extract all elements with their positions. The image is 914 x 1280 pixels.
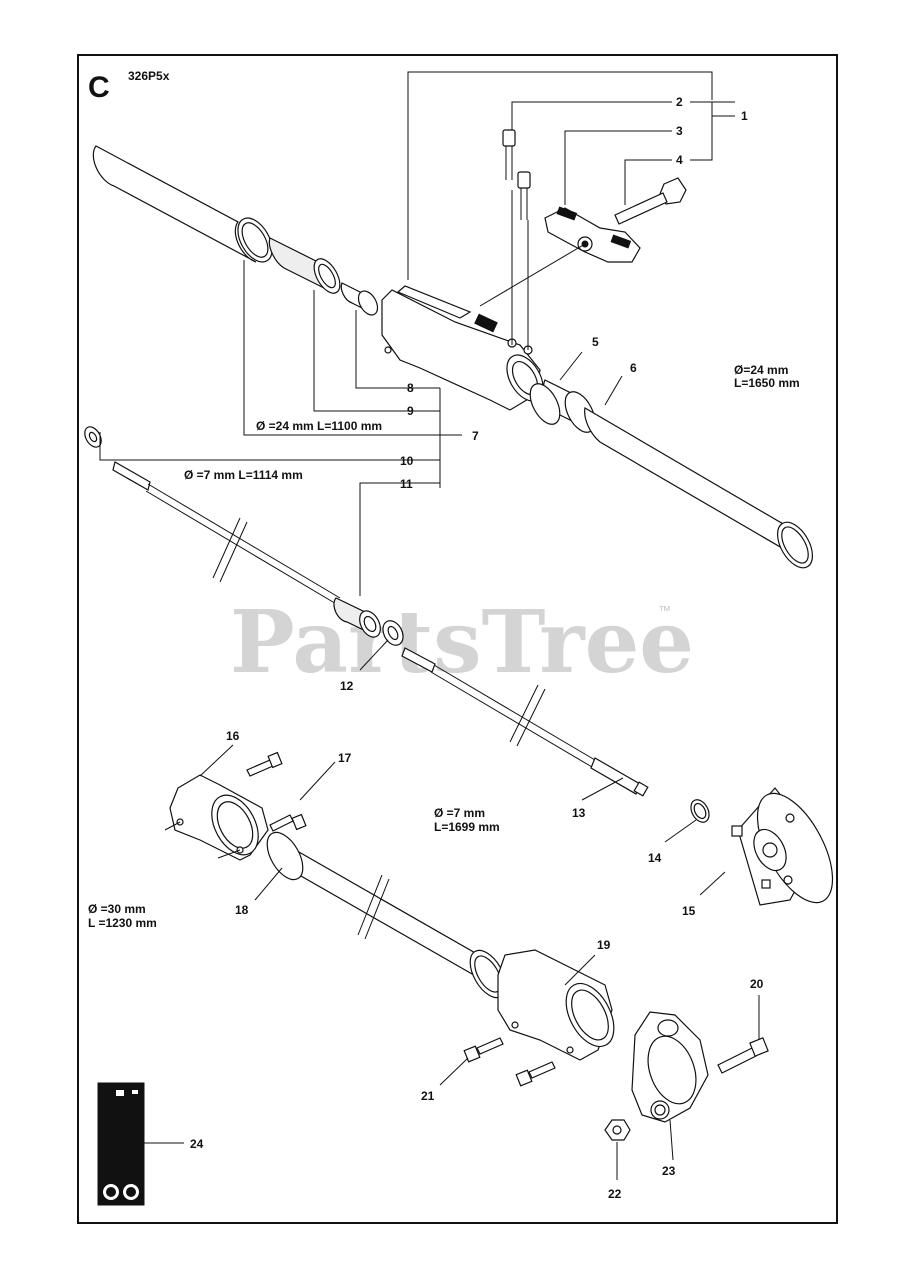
callout-7: 7	[472, 429, 479, 443]
dim-lower-tube-l: L =1230 mm	[88, 916, 157, 930]
callout-14: 14	[648, 851, 662, 865]
callout-10: 10	[400, 454, 414, 468]
callout-15: 15	[682, 904, 696, 918]
callout-17: 17	[338, 751, 352, 765]
leader-lines	[99, 71, 760, 1180]
callout-6: 6	[630, 361, 637, 375]
callout-8: 8	[407, 381, 414, 395]
part-16-clamp	[164, 774, 269, 861]
callout-5: 5	[592, 335, 599, 349]
part-18-tube	[266, 831, 507, 999]
part-23-gear-housing	[631, 1011, 709, 1123]
part-1-clamp-housing	[381, 285, 544, 411]
part-10-shaft	[84, 426, 341, 606]
callout-20: 20	[750, 977, 764, 991]
dimension-labels: Ø=24 mm L=1650 mm Ø =24 mm L=1100 mm Ø =…	[88, 363, 800, 930]
watermark-trademark: ™	[658, 603, 671, 618]
part-22-nut	[604, 1119, 631, 1141]
dim-upper-tube-l: L=1650 mm	[734, 376, 800, 390]
callout-16: 16	[226, 729, 240, 743]
part-17-screw	[246, 751, 307, 832]
dim-lower-tube-d: Ø =30 mm	[88, 902, 146, 916]
part-4-bolt	[614, 177, 687, 225]
part-6-tube	[584, 407, 814, 569]
part-3-lever	[544, 206, 641, 263]
part-2-screw	[502, 129, 531, 220]
callout-19: 19	[597, 938, 611, 952]
part-19-clamp	[497, 949, 615, 1061]
callout-24: 24	[190, 1137, 204, 1151]
watermark: PartsTree	[230, 592, 694, 693]
diagram-frame	[77, 54, 838, 1224]
callout-12: 12	[340, 679, 354, 693]
callout-4: 4	[676, 153, 683, 167]
part-12-washer	[382, 620, 404, 646]
callout-1: 1	[741, 109, 748, 123]
part-8-bushing	[340, 282, 379, 316]
callout-13: 13	[572, 806, 586, 820]
dim-shaft-long-d: Ø =7 mm	[434, 806, 485, 820]
callout-11: 11	[400, 477, 413, 491]
dim-shaft-long-l: L=1699 mm	[434, 820, 500, 834]
part-13-shaft	[401, 647, 649, 797]
part-21-screw	[463, 1037, 556, 1087]
callout-3: 3	[676, 124, 683, 138]
model-label: 326P5x	[128, 69, 170, 83]
part-24-decal	[97, 1082, 145, 1206]
section-letter: C	[88, 71, 110, 104]
part-11-bushing	[333, 597, 381, 638]
part-7-tube	[92, 145, 273, 263]
dim-upper-tube-d: Ø=24 mm	[734, 363, 788, 377]
callout-18: 18	[235, 903, 249, 917]
dim-shaft-short: Ø =7 mm L=1114 mm	[184, 468, 303, 482]
callout-21: 21	[421, 1089, 435, 1103]
callout-22: 22	[608, 1187, 622, 1201]
callout-23: 23	[662, 1164, 676, 1178]
part-15-clutch-drum	[731, 787, 834, 906]
callout-2: 2	[676, 95, 683, 109]
callout-labels: 1 2 3 4 5 6 7 8 9 10 11 12 13 14 15 16 1…	[190, 95, 764, 1201]
callout-9: 9	[407, 404, 414, 418]
dim-inner-tube: Ø =24 mm L=1100 mm	[256, 419, 382, 433]
part-14-circlip	[690, 799, 710, 823]
part-20-screw	[717, 1037, 769, 1074]
part-9-sleeve	[268, 237, 341, 294]
